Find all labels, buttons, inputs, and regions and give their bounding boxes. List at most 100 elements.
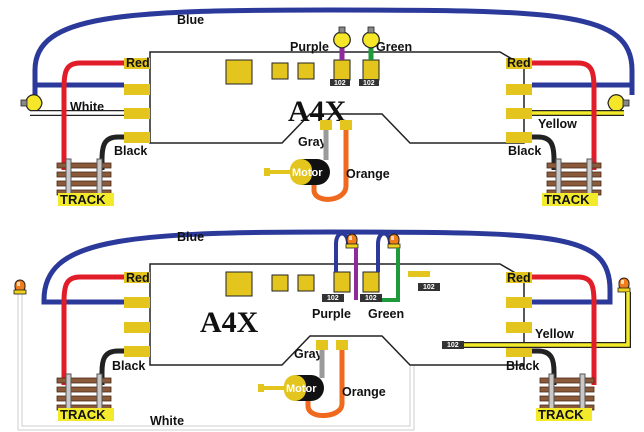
top-pad	[506, 132, 532, 143]
bottom-blue-wire-right-end	[532, 298, 613, 305]
bottom-label-orange: Orange	[342, 385, 386, 399]
top-motor-label: Motor	[292, 167, 323, 179]
bottom-track-right-label: TRACK	[538, 407, 584, 422]
top-chip-block	[362, 59, 380, 81]
top-track-label-bg	[542, 193, 598, 206]
bottom-chip-block	[333, 271, 351, 293]
bottom-pad-gray	[316, 340, 328, 350]
bottom-pad	[506, 322, 532, 333]
top-label-red-left: Red	[126, 56, 150, 70]
top-label-purple: Purple	[290, 40, 329, 54]
top-label-black-left: Black	[114, 144, 147, 158]
top-resistor	[359, 79, 379, 86]
top-blue-wire	[32, 7, 635, 95]
bottom-pad	[124, 346, 150, 357]
bottom-label-red-right: Red	[507, 271, 531, 285]
bottom-pad	[124, 297, 150, 308]
top-label-green: Green	[376, 40, 412, 54]
bottom-chip-block	[225, 271, 253, 297]
bottom-motor-shaft-tip	[258, 384, 264, 392]
bottom-resistor	[360, 294, 382, 302]
bottom-pad	[506, 272, 532, 283]
bottom-red-wire-right	[532, 274, 597, 385]
bottom-label-yellow: Yellow	[535, 327, 574, 341]
top-track-right-label: TRACK	[544, 192, 590, 207]
top-black-wire-right	[532, 134, 557, 170]
bottom-chip-block	[271, 274, 289, 292]
top-pad	[124, 132, 150, 143]
bottom-track-left-label: TRACK	[60, 407, 106, 422]
bottom-black-wire-left	[99, 348, 124, 385]
top-label-blue: Blue	[177, 13, 204, 27]
bottom-resistor-label: 102	[447, 342, 459, 349]
top-blue-wire-right-end	[532, 82, 635, 95]
bottom-orange-wire	[305, 350, 345, 418]
bottom-label-red-left: Red	[126, 271, 150, 285]
bottom-resistor-label: 102	[365, 295, 377, 302]
bottom-blue-wire-left-end	[41, 299, 124, 305]
top-chip-block	[271, 62, 289, 80]
bottom-pad	[506, 297, 532, 308]
bottom-pad-white	[408, 271, 430, 277]
bottom-label-white: White	[150, 414, 184, 428]
top-pad-orange	[340, 120, 352, 130]
bottom-track-label-bg	[58, 408, 114, 421]
bottom-label-purple: Purple	[312, 307, 351, 321]
top-pad	[124, 84, 150, 95]
bottom-label-green: Green	[368, 307, 404, 321]
bottom-red-wire-left	[61, 274, 124, 385]
bottom-black-wire-right	[532, 348, 557, 385]
bottom-motor-cap	[284, 375, 306, 401]
top-pad	[506, 58, 532, 69]
top-bulb-yellow	[607, 94, 630, 112]
top-track-label-bg	[58, 193, 114, 206]
top-pad	[124, 58, 150, 69]
bottom-track-label-bg	[536, 408, 592, 421]
bottom-resistor	[442, 341, 464, 349]
top-pad-gray	[320, 120, 332, 130]
top-resistor-label: 102	[334, 80, 346, 87]
top-pad	[506, 84, 532, 95]
top-motor-cap	[290, 159, 312, 185]
top-motor-shaft-tip	[264, 168, 270, 176]
bottom-pad	[124, 322, 150, 333]
bottom-pad	[124, 272, 150, 283]
top-orange-wire	[311, 130, 349, 202]
bottom-resistor-label: 102	[327, 295, 339, 302]
top-blue-wire-left-end	[32, 82, 124, 95]
top-diagram: Blue A4X 102 102 Purple Green	[20, 7, 635, 207]
top-bulb-white	[20, 94, 43, 112]
bottom-green-wire	[382, 248, 400, 302]
top-track-left-label: TRACK	[60, 192, 106, 207]
top-bulb-purple	[333, 26, 351, 49]
top-resistor	[330, 79, 350, 86]
top-resistor-label: 102	[363, 80, 375, 87]
bottom-resistor-label: 102	[423, 284, 435, 291]
top-red-wire-right	[532, 60, 597, 170]
top-label-gray: Gray	[298, 135, 327, 149]
top-label-black-right: Black	[508, 144, 541, 158]
bottom-chip-block	[362, 271, 380, 293]
top-chip-block	[297, 62, 315, 80]
bottom-chip-label: A4X	[200, 306, 259, 339]
top-label-yellow: Yellow	[538, 117, 577, 131]
bottom-resistor	[322, 294, 344, 302]
bottom-pad-orange	[336, 340, 348, 350]
bottom-led-yellow	[617, 277, 631, 293]
bottom-led-green	[387, 233, 401, 249]
bottom-blue-wire	[41, 229, 613, 301]
top-pad	[124, 108, 150, 119]
top-label-red-right: Red	[507, 56, 531, 70]
bottom-label-gray: Gray	[294, 347, 323, 361]
bottom-diagram: White Blue A4X 102 102 102 102 Purple Gr…	[13, 229, 631, 431]
bottom-motor-label: Motor	[286, 383, 317, 395]
bottom-led-white	[13, 279, 27, 295]
top-red-wire-left	[61, 60, 124, 170]
bottom-label-blue: Blue	[177, 230, 204, 244]
top-pad	[506, 108, 532, 119]
bottom-led-purple	[345, 233, 359, 249]
bottom-resistor	[418, 283, 440, 291]
top-chip-label: A4X	[288, 95, 347, 128]
top-chip-block	[333, 59, 351, 81]
